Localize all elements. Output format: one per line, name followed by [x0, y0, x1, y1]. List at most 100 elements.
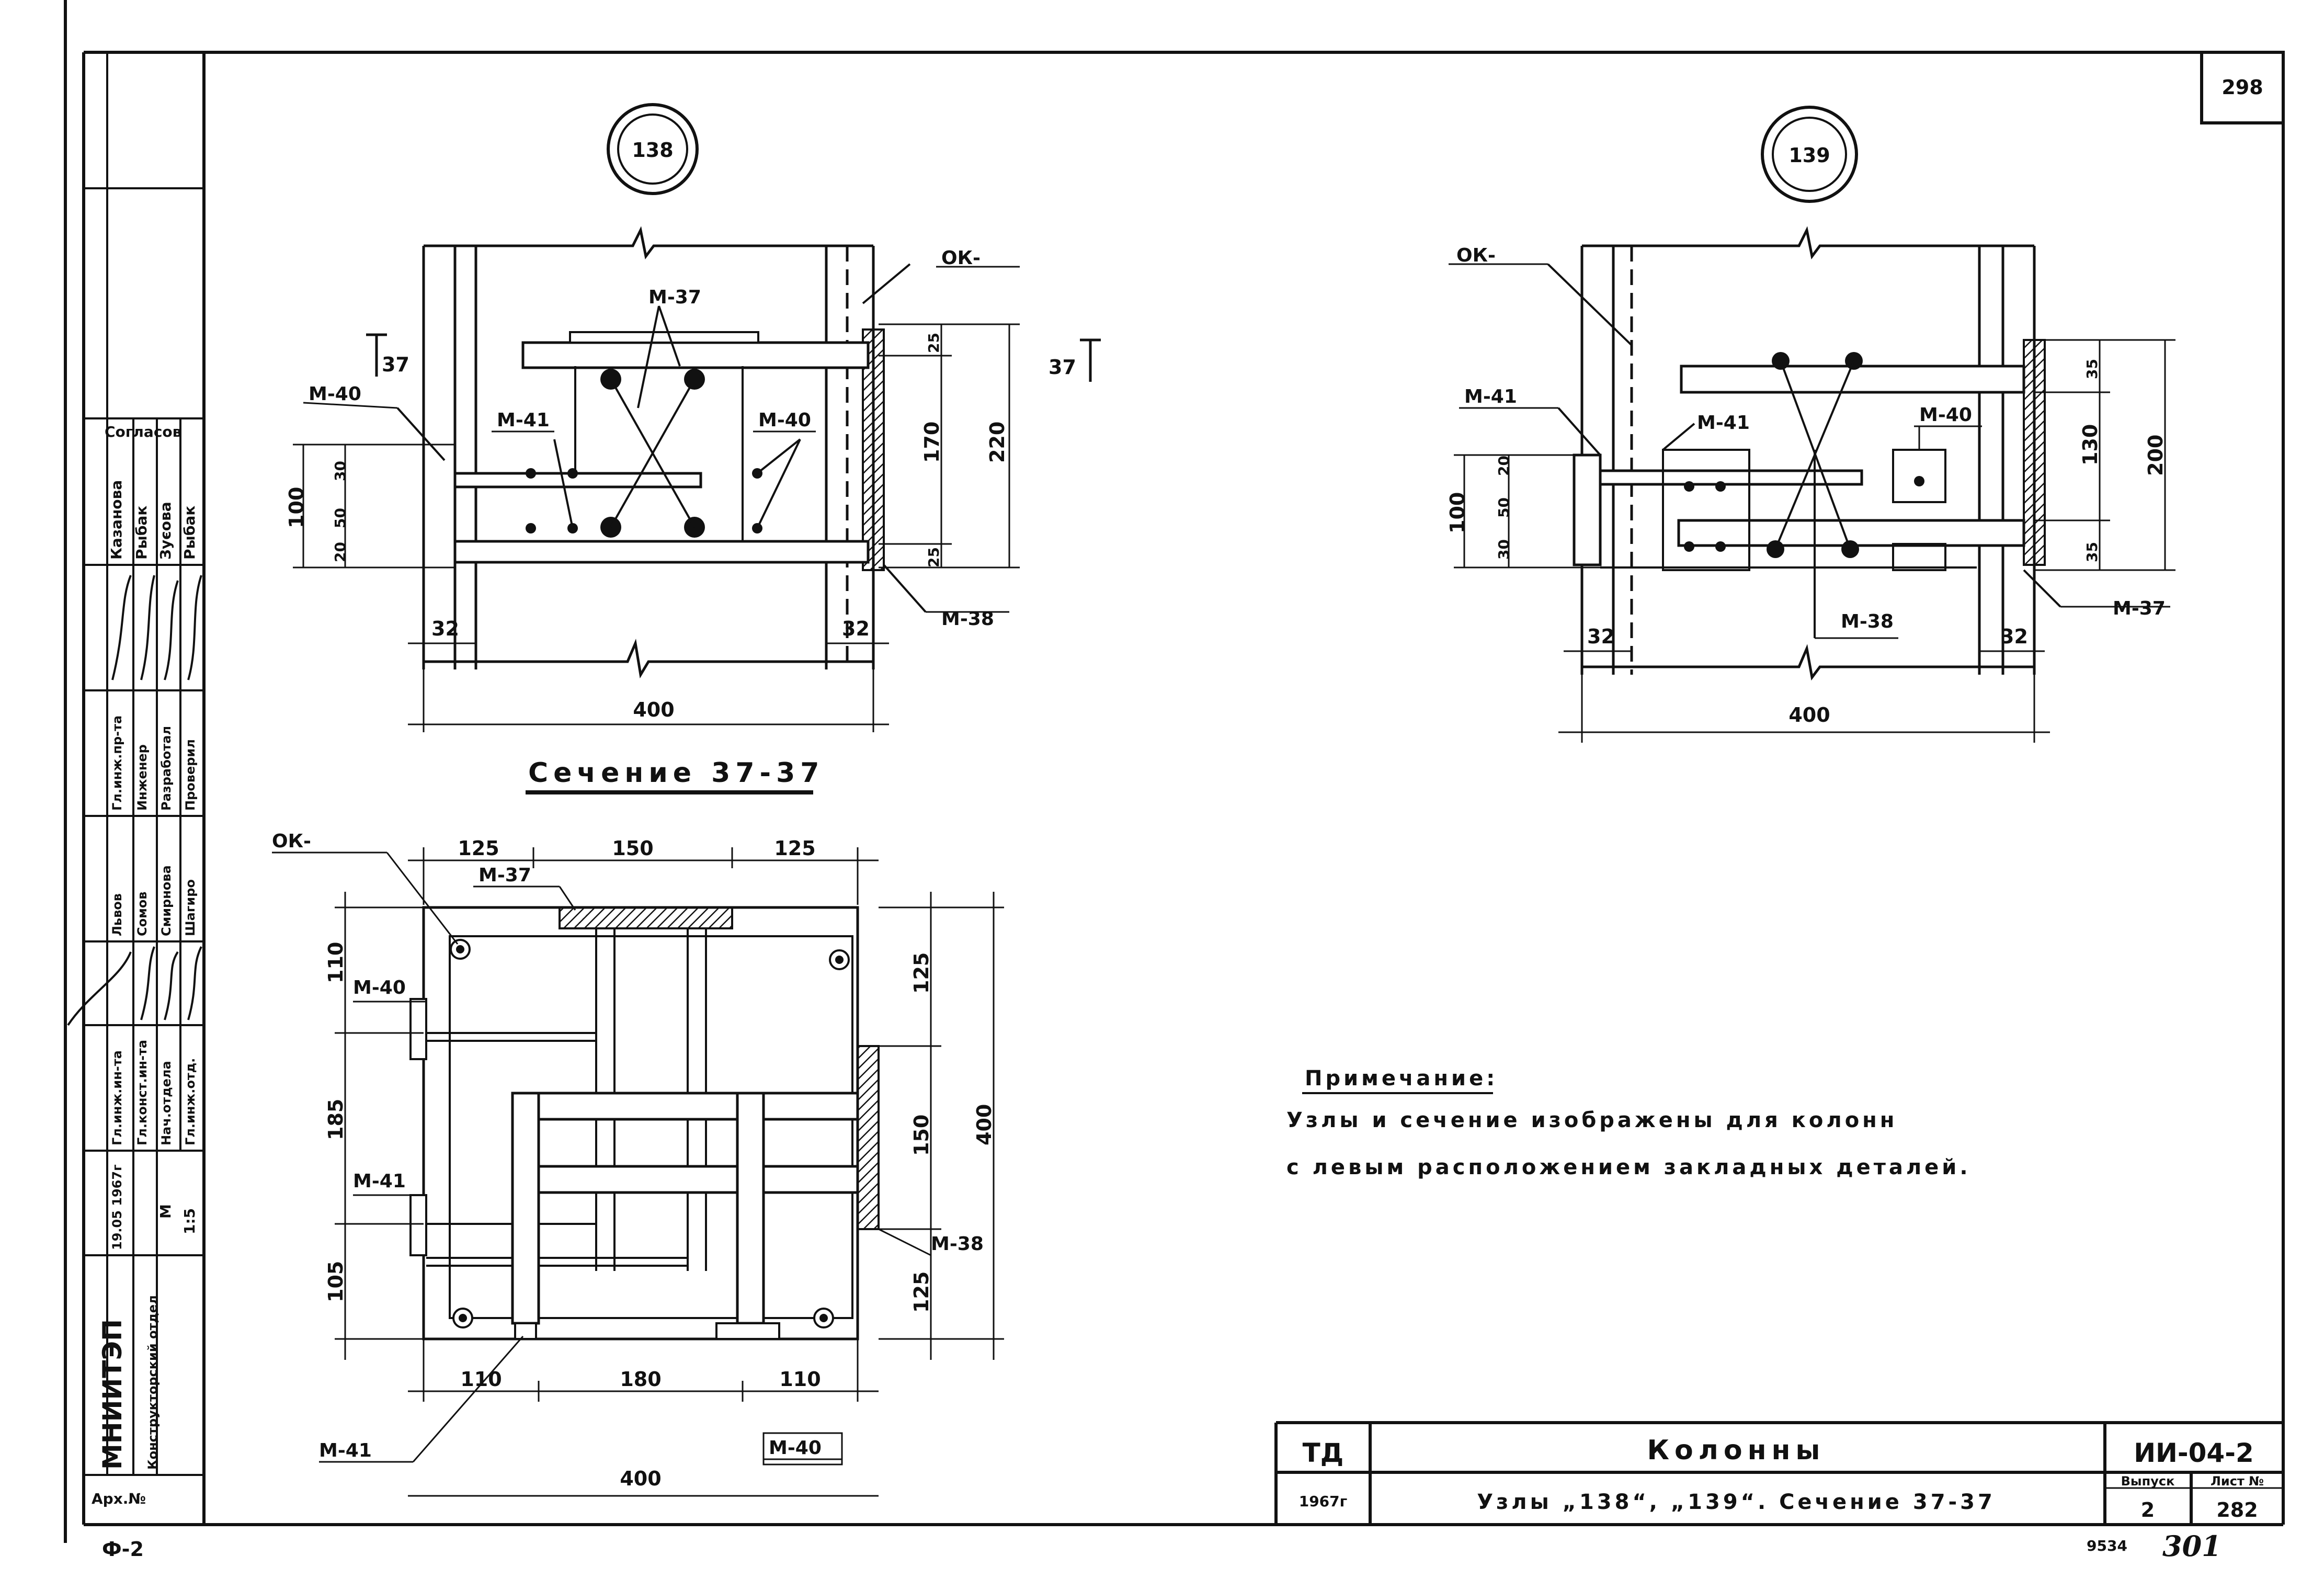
section-left-dim-1: 110 [324, 942, 347, 983]
node-139-m38: М-38 [1841, 611, 1894, 632]
node-139-d30: 30 [1495, 539, 1512, 560]
node-138-label: 138 [632, 139, 673, 162]
stamp-dept: Конструкторский отдел [145, 1295, 160, 1470]
page-number: 298 [2222, 76, 2263, 99]
node-139-ok: ОК- [1456, 245, 1496, 266]
stamp-archive: Арх.№ [92, 1490, 146, 1507]
handwritten-sheet: 301 [2162, 1529, 2222, 1563]
stamp-role2-3: Нач.отдела [159, 1061, 174, 1145]
node-139-d20: 20 [1495, 456, 1512, 476]
note-title: Примечание: [1305, 1066, 1498, 1091]
section-right-dim-3: 125 [910, 1271, 933, 1313]
node-139-d32a: 32 [1587, 625, 1615, 648]
node-139-d35b: 35 [2083, 542, 2101, 562]
node-139-label: 139 [1788, 144, 1830, 167]
stamp-role2-1: Гл.инж.ин-та [110, 1050, 124, 1145]
node-138: 138 [285, 103, 1101, 732]
stamp-role-3: Разработал [159, 726, 174, 811]
signature-1 [111, 575, 202, 680]
node-138-cut-left: 37 [382, 353, 409, 376]
node-138-d25a: 25 [925, 333, 942, 353]
section-bottom-dim-1: 110 [460, 1368, 502, 1391]
node-139-d50: 50 [1495, 497, 1512, 518]
section-bottom-dim-3: 110 [779, 1368, 821, 1391]
section-left-dim-2: 185 [324, 1099, 347, 1140]
section-top-dim-2: 150 [612, 837, 653, 860]
title-block: ТД 1967г Колонны Узлы „138“, „139“. Сече… [1274, 1421, 2283, 1525]
node-139: 139 [1446, 106, 2175, 743]
section-right-dim-2: 150 [910, 1115, 933, 1156]
node-138-ok: ОК- [941, 247, 981, 269]
stamp-name2-2: Сомов [135, 892, 150, 936]
stamp-role2-2: Гл.конст.ин-та [135, 1040, 150, 1145]
stamp-name-3: Зуєова [157, 502, 174, 560]
node-138-d32a: 32 [431, 617, 459, 640]
node-138-m41: М-41 [497, 410, 550, 431]
node-138-cut-right: 37 [1049, 356, 1076, 379]
stamp-role-2: Инженер [135, 744, 150, 811]
stamp-scale-label: М [157, 1204, 174, 1219]
stamp-agreed: Согласов [105, 423, 181, 440]
section-d400-right: 400 [973, 1104, 996, 1145]
signature-2 [67, 946, 202, 1026]
section-m37: М-37 [479, 865, 531, 886]
section-m40-bottom: М-40 [769, 1437, 822, 1459]
tb-sheet: 282 [2216, 1498, 2258, 1521]
node-138-d32b: 32 [842, 617, 870, 640]
page-number-box: 298 [2200, 51, 2285, 124]
node-138-d220: 220 [986, 422, 1009, 463]
left-stamp-text: Согласов Казанова Рыбак Зуєова Рыбак Гл.… [67, 423, 202, 1561]
tb-sheet-label: Лист № [2211, 1474, 2264, 1489]
node-138-d400: 400 [633, 698, 674, 721]
node-138-m40-right: М-40 [758, 410, 811, 431]
stamp-org: МНИИТЭП [97, 1319, 128, 1470]
section-37-37: Сечение 37-37 [272, 757, 1004, 1497]
stamp-role-4: Проверил [183, 739, 198, 811]
node-138-d20: 20 [332, 542, 349, 562]
node-138-d100: 100 [285, 487, 308, 528]
stamp-name2-1: Львов [110, 893, 124, 936]
section-ok: ОК- [272, 831, 311, 852]
section-top-dim-3: 125 [774, 837, 815, 860]
section-m41-bottom: М-41 [319, 1440, 372, 1461]
node-139-d100: 100 [1446, 492, 1469, 533]
node-139-m41-mid: М-41 [1697, 412, 1750, 434]
section-bottom-dim-2: 180 [620, 1368, 661, 1391]
tb-name: Колонны [1647, 1435, 1826, 1466]
format-label: Ф-2 [102, 1538, 144, 1561]
stamp-role2-4: Гл.инж.отд. [183, 1058, 198, 1145]
node-138-m40-left: М-40 [309, 383, 361, 405]
node-139-d32b: 32 [2000, 625, 2028, 648]
node-139-m41-left: М-41 [1464, 386, 1517, 407]
note-line-1: Узлы и сечение изображены для колонн [1286, 1108, 1897, 1132]
tb-issue-label: Выпуск [2121, 1474, 2175, 1489]
stamp-name-4: Рыбак [181, 506, 198, 560]
tb-year: 1967г [1299, 1493, 1348, 1510]
note: Примечание: Узлы и сечение изображены дл… [1286, 1066, 1968, 1179]
section-title: Сечение 37-37 [528, 757, 824, 789]
section-m40-left: М-40 [353, 977, 406, 998]
tb-issue: 2 [2141, 1498, 2155, 1521]
stamp-name-2: Рыбак [133, 506, 150, 560]
section-d400-bottom: 400 [620, 1467, 661, 1490]
node-139-m37: М-37 [2113, 598, 2166, 619]
stamp-name2-3: Смирнова [159, 865, 174, 936]
stamp-date: 19.05 1967г [110, 1164, 124, 1250]
handwritten-number: 9534 [2087, 1537, 2127, 1554]
node-138-d25b: 25 [925, 547, 942, 567]
stamp-role-1: Гл.инж.пр-та [110, 716, 124, 811]
section-left-dim-3: 105 [324, 1261, 347, 1302]
node-138-m37: М-37 [648, 287, 701, 308]
tb-logo: ТД [1303, 1438, 1344, 1468]
tb-code: ИИ-04-2 [2134, 1438, 2254, 1468]
section-right-dim-1: 125 [910, 952, 933, 994]
tb-subtitle: Узлы „138“, „139“. Сечение 37-37 [1477, 1490, 1996, 1514]
node-139-d400: 400 [1788, 703, 1830, 726]
node-138-d30: 30 [332, 461, 349, 481]
section-m38: М-38 [931, 1233, 984, 1255]
node-138-d50: 50 [332, 508, 349, 528]
left-stamp [84, 52, 204, 1476]
section-top-dim-1: 125 [458, 837, 499, 860]
node-139-d35a: 35 [2083, 359, 2101, 379]
